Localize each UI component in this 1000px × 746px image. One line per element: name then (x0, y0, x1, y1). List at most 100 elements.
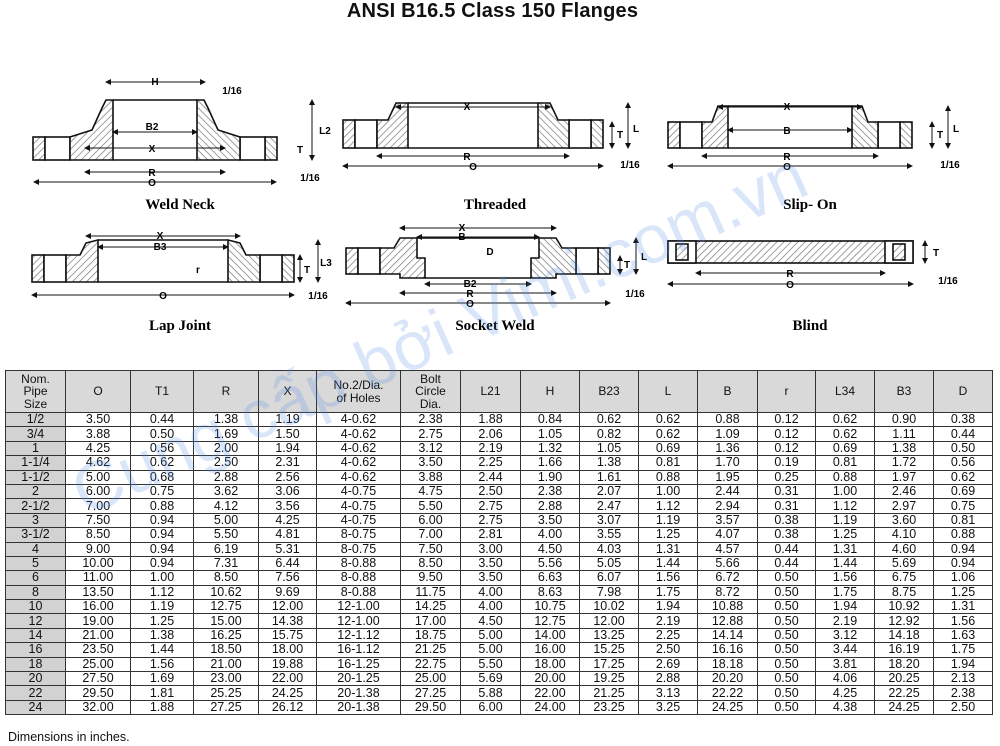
table-cell: 5.50 (193, 527, 259, 543)
table-cell: 0.50 (757, 685, 816, 701)
table-cell: 0.62 (579, 411, 639, 428)
dim-label: 1/16 (938, 276, 958, 287)
table-cell: 5.00 (460, 627, 521, 644)
table-cell: 1.38 (579, 455, 639, 471)
table-cell: 18.00 (520, 656, 580, 673)
table-cell: 2.19 (460, 440, 521, 457)
table-cell: 6.72 (697, 570, 758, 586)
table-cell: 2.88 (520, 498, 580, 514)
table-cell: 1.63 (933, 627, 993, 644)
table-cell: 0.94 (130, 527, 194, 543)
table-cell: 4.50 (460, 613, 521, 629)
table-cell: 20.25 (874, 671, 934, 687)
dim-label: R (148, 168, 156, 179)
table-cell: 12.75 (520, 613, 580, 629)
table-cell: 4.12 (193, 498, 259, 514)
table-cell: 2.44 (697, 483, 758, 500)
table-cell: 1.19 (638, 512, 698, 529)
table-cell: 20.00 (520, 671, 580, 687)
table-cell: 5.50 (460, 656, 521, 673)
table-cell: 14.25 (400, 599, 461, 615)
table-cell: 20.20 (697, 671, 758, 687)
table-cell: 14.00 (520, 627, 580, 644)
table-cell: 1.09 (697, 426, 758, 442)
table-cell: 1.44 (815, 555, 875, 572)
dim-label: T (937, 130, 943, 141)
table-cell: 1.25 (815, 527, 875, 543)
pipe-size-cell: 3/4 (5, 426, 66, 442)
socket-weld-caption: Socket Weld (455, 318, 535, 334)
table-cell: 10.62 (193, 584, 259, 601)
dim-label: O (786, 280, 794, 291)
table-cell: 0.82 (579, 426, 639, 442)
table-cell: 22.00 (258, 671, 317, 687)
column-header: H (520, 370, 580, 413)
column-header: R (193, 370, 259, 413)
table-cell: 4-0.75 (316, 483, 401, 500)
page-title: ANSI B16.5 Class 150 Flanges (346, 0, 639, 22)
table-cell: 4-0.62 (316, 455, 401, 471)
slip-on-caption: Slip- On (783, 197, 837, 213)
table-cell: 1.31 (815, 541, 875, 557)
column-header: No.2/Dia. of Holes (316, 370, 401, 413)
pipe-size-cell: 2-1/2 (5, 498, 66, 514)
table-cell: 2.07 (579, 483, 639, 500)
table-cell: 1.97 (874, 469, 934, 485)
dim-label: L (953, 124, 959, 135)
table-cell: 2.56 (258, 469, 317, 485)
table-cell: 16-1.25 (316, 656, 401, 673)
column-header: L (638, 370, 698, 413)
table-cell: 4.75 (400, 483, 461, 500)
table-cell: 1.94 (638, 599, 698, 615)
table-cell: 29.50 (65, 685, 131, 701)
table-cell: 1.12 (130, 584, 194, 601)
column-header: Nom. Pipe Size (5, 370, 66, 413)
table-cell: 0.44 (933, 426, 993, 442)
table-cell: 3.55 (579, 527, 639, 543)
pipe-size-cell: 20 (5, 671, 66, 687)
table-cell: 1.95 (697, 469, 758, 485)
table-cell: 6.63 (520, 570, 580, 586)
pipe-size-cell: 1/2 (5, 411, 66, 428)
pipe-size-cell: 8 (5, 584, 66, 601)
table-cell: 19.00 (65, 613, 131, 629)
table-cell: 27.25 (193, 699, 259, 716)
table-cell: 5.31 (258, 541, 317, 557)
table-cell: 16-1.12 (316, 642, 401, 658)
dim-label: 1/16 (940, 160, 960, 171)
table-cell: 13.50 (65, 584, 131, 601)
table-cell: 15.00 (193, 613, 259, 629)
table-cell: 0.62 (638, 411, 698, 428)
table-cell: 14.18 (874, 627, 934, 644)
table-cell: 6.75 (874, 570, 934, 586)
table-cell: 1.05 (579, 440, 639, 457)
table-cell: 12.75 (193, 599, 259, 615)
dim-label: D (486, 247, 493, 258)
table-cell: 0.12 (757, 411, 816, 428)
units-note: Dimensions in inches. (8, 730, 130, 744)
dim-label: R (783, 152, 791, 163)
table-cell: 1.31 (638, 541, 698, 557)
dim-label: B (783, 126, 790, 137)
dim-label: B2 (464, 279, 477, 290)
table-cell: 0.94 (933, 541, 993, 557)
dim-label: B3 (154, 242, 167, 253)
dim-label: T (624, 260, 630, 271)
dim-label: O (159, 291, 167, 302)
table-cell: 21.00 (193, 656, 259, 673)
table-cell: 12-1.00 (316, 613, 401, 629)
dim-label: L3 (320, 258, 332, 269)
table-cell: 15.75 (258, 627, 317, 644)
table-cell: 8-0.75 (316, 527, 401, 543)
table-cell: 7.31 (193, 555, 259, 572)
table-cell: 0.50 (757, 599, 816, 615)
table-cell: 0.50 (757, 699, 816, 716)
table-cell: 12.00 (258, 599, 317, 615)
table-cell: 0.62 (933, 469, 993, 485)
